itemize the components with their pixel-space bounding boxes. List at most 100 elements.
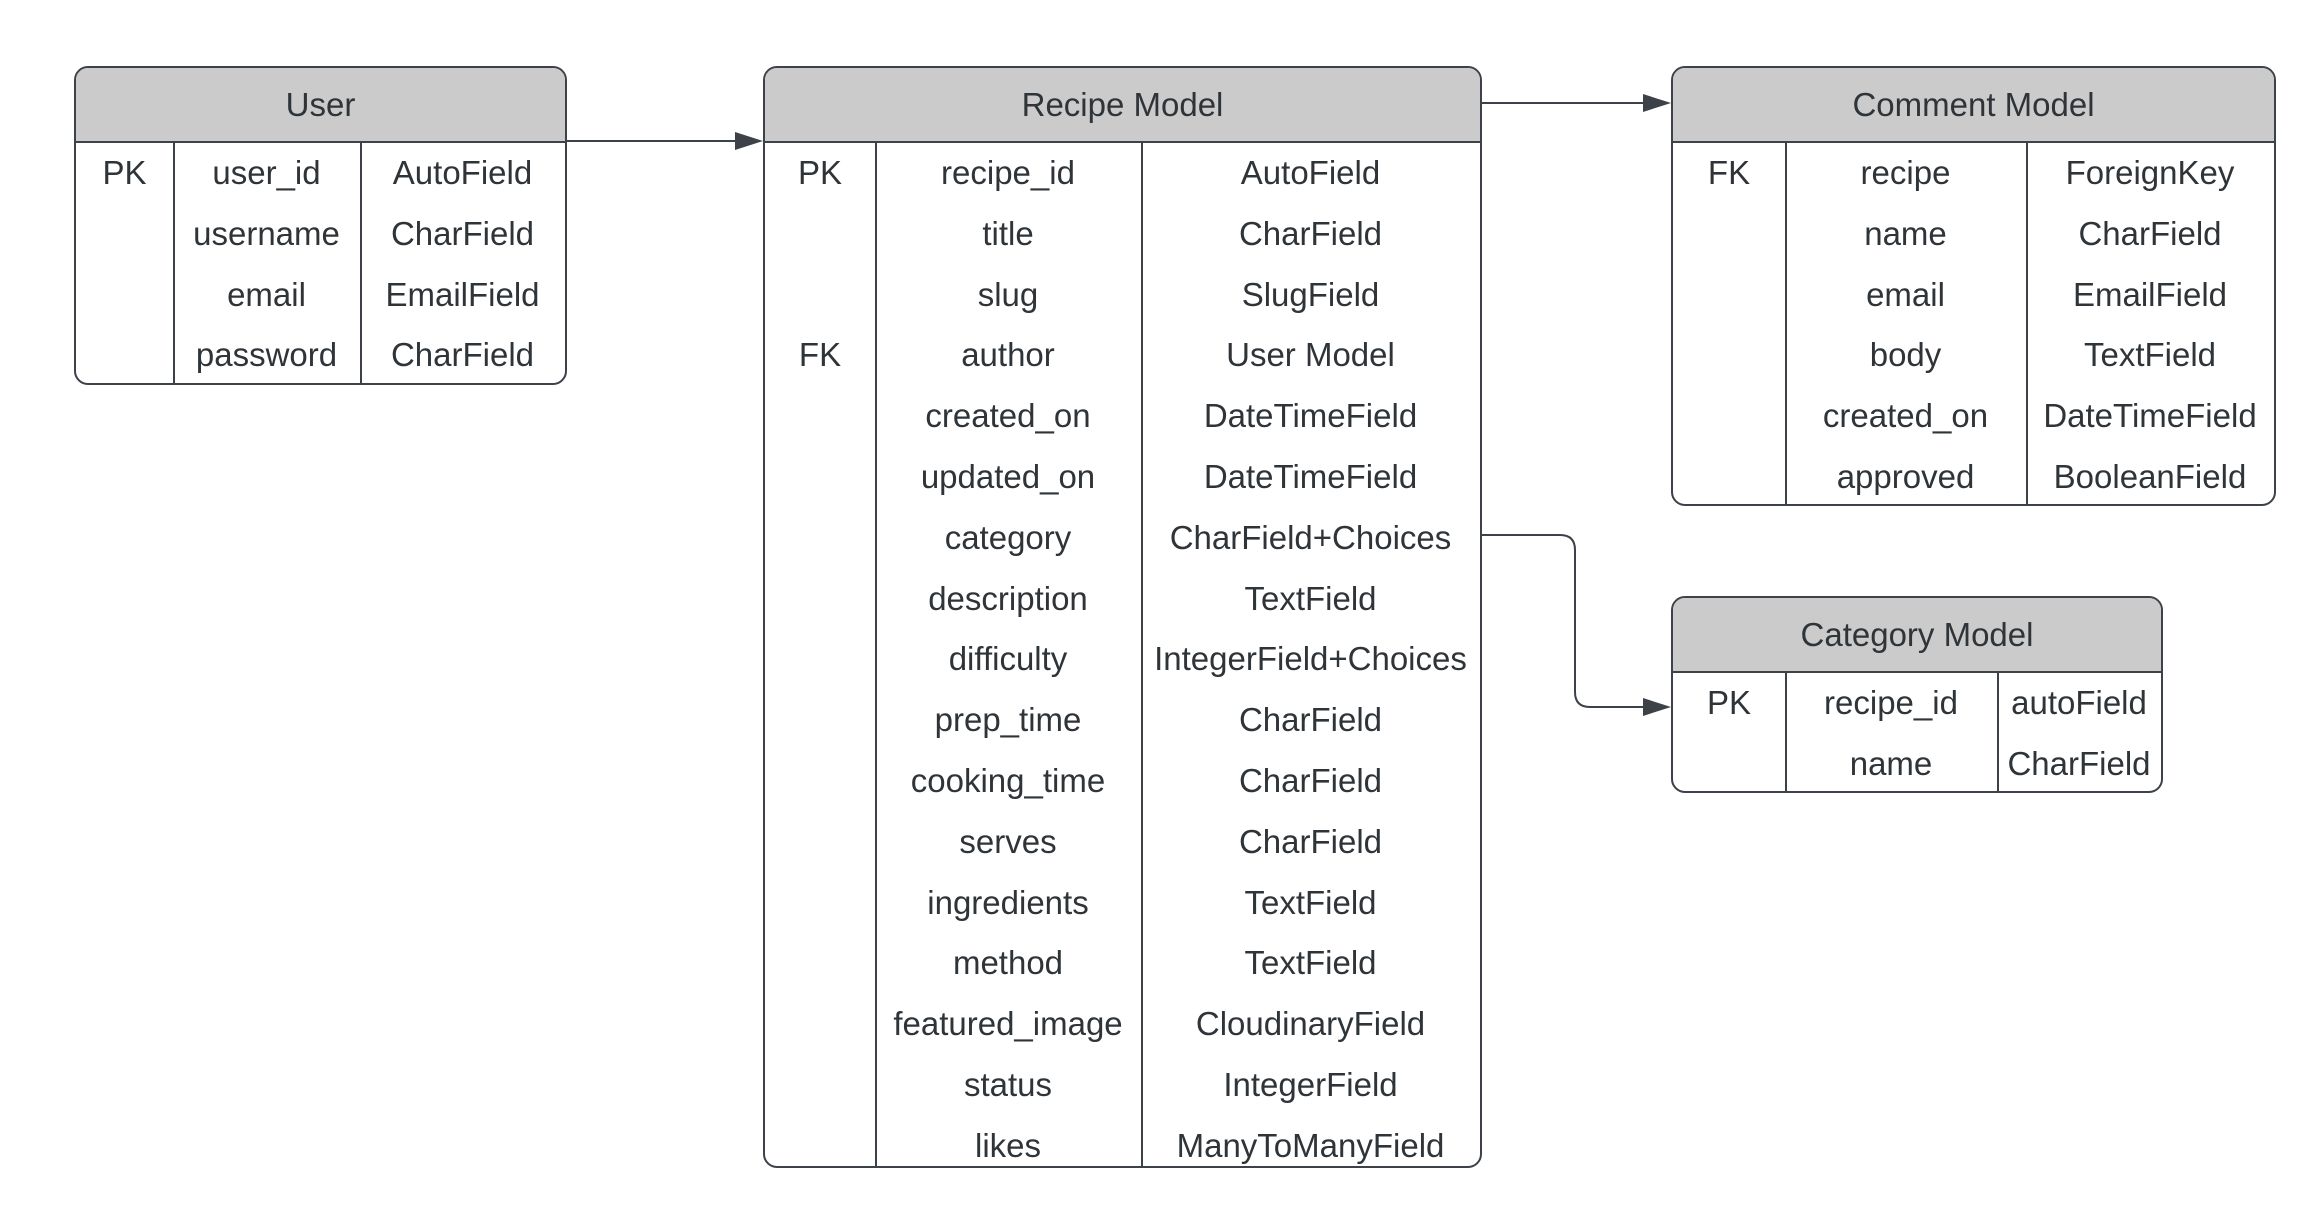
column-divider (875, 143, 877, 1166)
field-type: ManyToManyField (1176, 1127, 1445, 1164)
field-name: serves (959, 823, 1057, 860)
field-type: CharField (1238, 762, 1383, 799)
field-row: email EmailField (1673, 265, 2274, 325)
field-row: created_on DateTimeField (1673, 386, 2274, 446)
field-row: likes ManyToManyField (765, 1116, 1480, 1166)
field-key (1673, 265, 1785, 325)
field-key (765, 933, 875, 993)
field-row: ingredients TextField (765, 873, 1480, 933)
column-divider (1141, 143, 1143, 1166)
field-name: user_id (212, 154, 321, 191)
field-name: description (928, 580, 1088, 617)
field-key (765, 508, 875, 568)
field-key: PK (797, 154, 843, 191)
field-type: User Model (1226, 336, 1395, 373)
field-row: method TextField (765, 933, 1480, 993)
field-type: EmailField (2072, 276, 2228, 313)
field-name: recipe_id (941, 154, 1075, 191)
field-key (765, 569, 875, 629)
field-name: author (961, 336, 1055, 373)
field-key (765, 1055, 875, 1115)
user-entity-title: User (76, 68, 565, 143)
field-type: DateTimeField (1203, 458, 1418, 495)
field-name: password (195, 336, 338, 373)
field-type: DateTimeField (2043, 397, 2257, 434)
field-key (765, 873, 875, 933)
field-type: TextField (1244, 580, 1377, 617)
field-row: PK recipe_id AutoField (765, 143, 1480, 203)
field-key (765, 265, 875, 325)
field-type: CloudinaryField (1195, 1005, 1426, 1042)
field-type: EmailField (385, 276, 540, 313)
field-row: updated_on DateTimeField (765, 447, 1480, 507)
user-entity: User PK user_id AutoField username CharF… (74, 66, 567, 385)
field-key (1673, 204, 1785, 264)
field-name: username (193, 215, 340, 252)
field-row: FK author User Model (765, 325, 1480, 385)
field-key: PK (102, 154, 147, 191)
connector-recipe-category-to-category-model (1482, 534, 1647, 708)
field-key (765, 204, 875, 264)
field-name: slug (977, 276, 1039, 313)
field-name: created_on (1822, 397, 1989, 434)
field-key (1673, 447, 1785, 504)
field-key: FK (798, 336, 842, 373)
arrowhead-user-to-recipe (735, 132, 763, 150)
field-type: IntegerField (1223, 1066, 1398, 1103)
field-key (765, 386, 875, 446)
field-type: IntegerField+Choices (1154, 640, 1467, 677)
field-key (765, 812, 875, 872)
field-row: slug SlugField (765, 265, 1480, 325)
field-row: category CharField+Choices (765, 508, 1480, 568)
field-key (765, 751, 875, 811)
field-key: PK (1706, 684, 1752, 721)
field-key (1673, 386, 1785, 446)
field-name: featured_image (893, 1005, 1123, 1042)
field-name: category (944, 519, 1072, 556)
recipe-entity-title: Recipe Model (765, 68, 1480, 143)
field-name: cooking_time (910, 762, 1106, 799)
field-name: name (1864, 215, 1947, 252)
column-divider (1785, 673, 1787, 791)
field-key: FK (1707, 154, 1751, 191)
field-name: difficulty (948, 640, 1068, 677)
column-divider (2026, 143, 2028, 504)
field-type: CharField (2007, 745, 2151, 782)
field-key (765, 690, 875, 750)
field-row: email EmailField (76, 265, 565, 325)
field-row: created_on DateTimeField (765, 386, 1480, 446)
field-type: autoField (2011, 684, 2147, 721)
field-name: body (1869, 336, 1942, 373)
field-name: updated_on (920, 458, 1096, 495)
field-type: BooleanField (2053, 458, 2247, 495)
field-name: recipe_id (1824, 684, 1958, 721)
field-row: username CharField (76, 204, 565, 264)
field-name: email (227, 276, 306, 313)
comment-entity-title: Comment Model (1673, 68, 2274, 143)
column-divider (360, 143, 362, 383)
field-row: FK recipe ForeignKey (1673, 143, 2274, 203)
field-type: ForeignKey (2065, 154, 2235, 191)
field-name: title (982, 215, 1034, 252)
field-row: PK user_id AutoField (76, 143, 565, 203)
arrowhead-to-category (1643, 698, 1671, 716)
field-type: TextField (2083, 336, 2217, 373)
field-row: status IntegerField (765, 1055, 1480, 1115)
field-name: recipe (1860, 154, 1951, 191)
comment-entity-fields: FK recipe ForeignKey name CharField emai… (1673, 143, 2274, 504)
field-type: TextField (1244, 944, 1377, 981)
recipe-entity-fields: PK recipe_id AutoField title CharField s… (765, 143, 1480, 1166)
field-name: prep_time (934, 701, 1082, 738)
field-name: ingredients (927, 884, 1089, 921)
field-type: CharField+Choices (1169, 519, 1452, 556)
field-row: serves CharField (765, 812, 1480, 872)
category-entity-title: Category Model (1673, 598, 2161, 673)
field-type: AutoField (1240, 154, 1381, 191)
field-name: status (963, 1066, 1053, 1103)
field-row: password CharField (76, 325, 565, 383)
field-name: method (952, 944, 1064, 981)
field-row: PK recipe_id autoField (1673, 673, 2161, 733)
field-row: name CharField (1673, 204, 2274, 264)
column-divider (1785, 143, 1787, 504)
field-key (765, 1116, 875, 1166)
